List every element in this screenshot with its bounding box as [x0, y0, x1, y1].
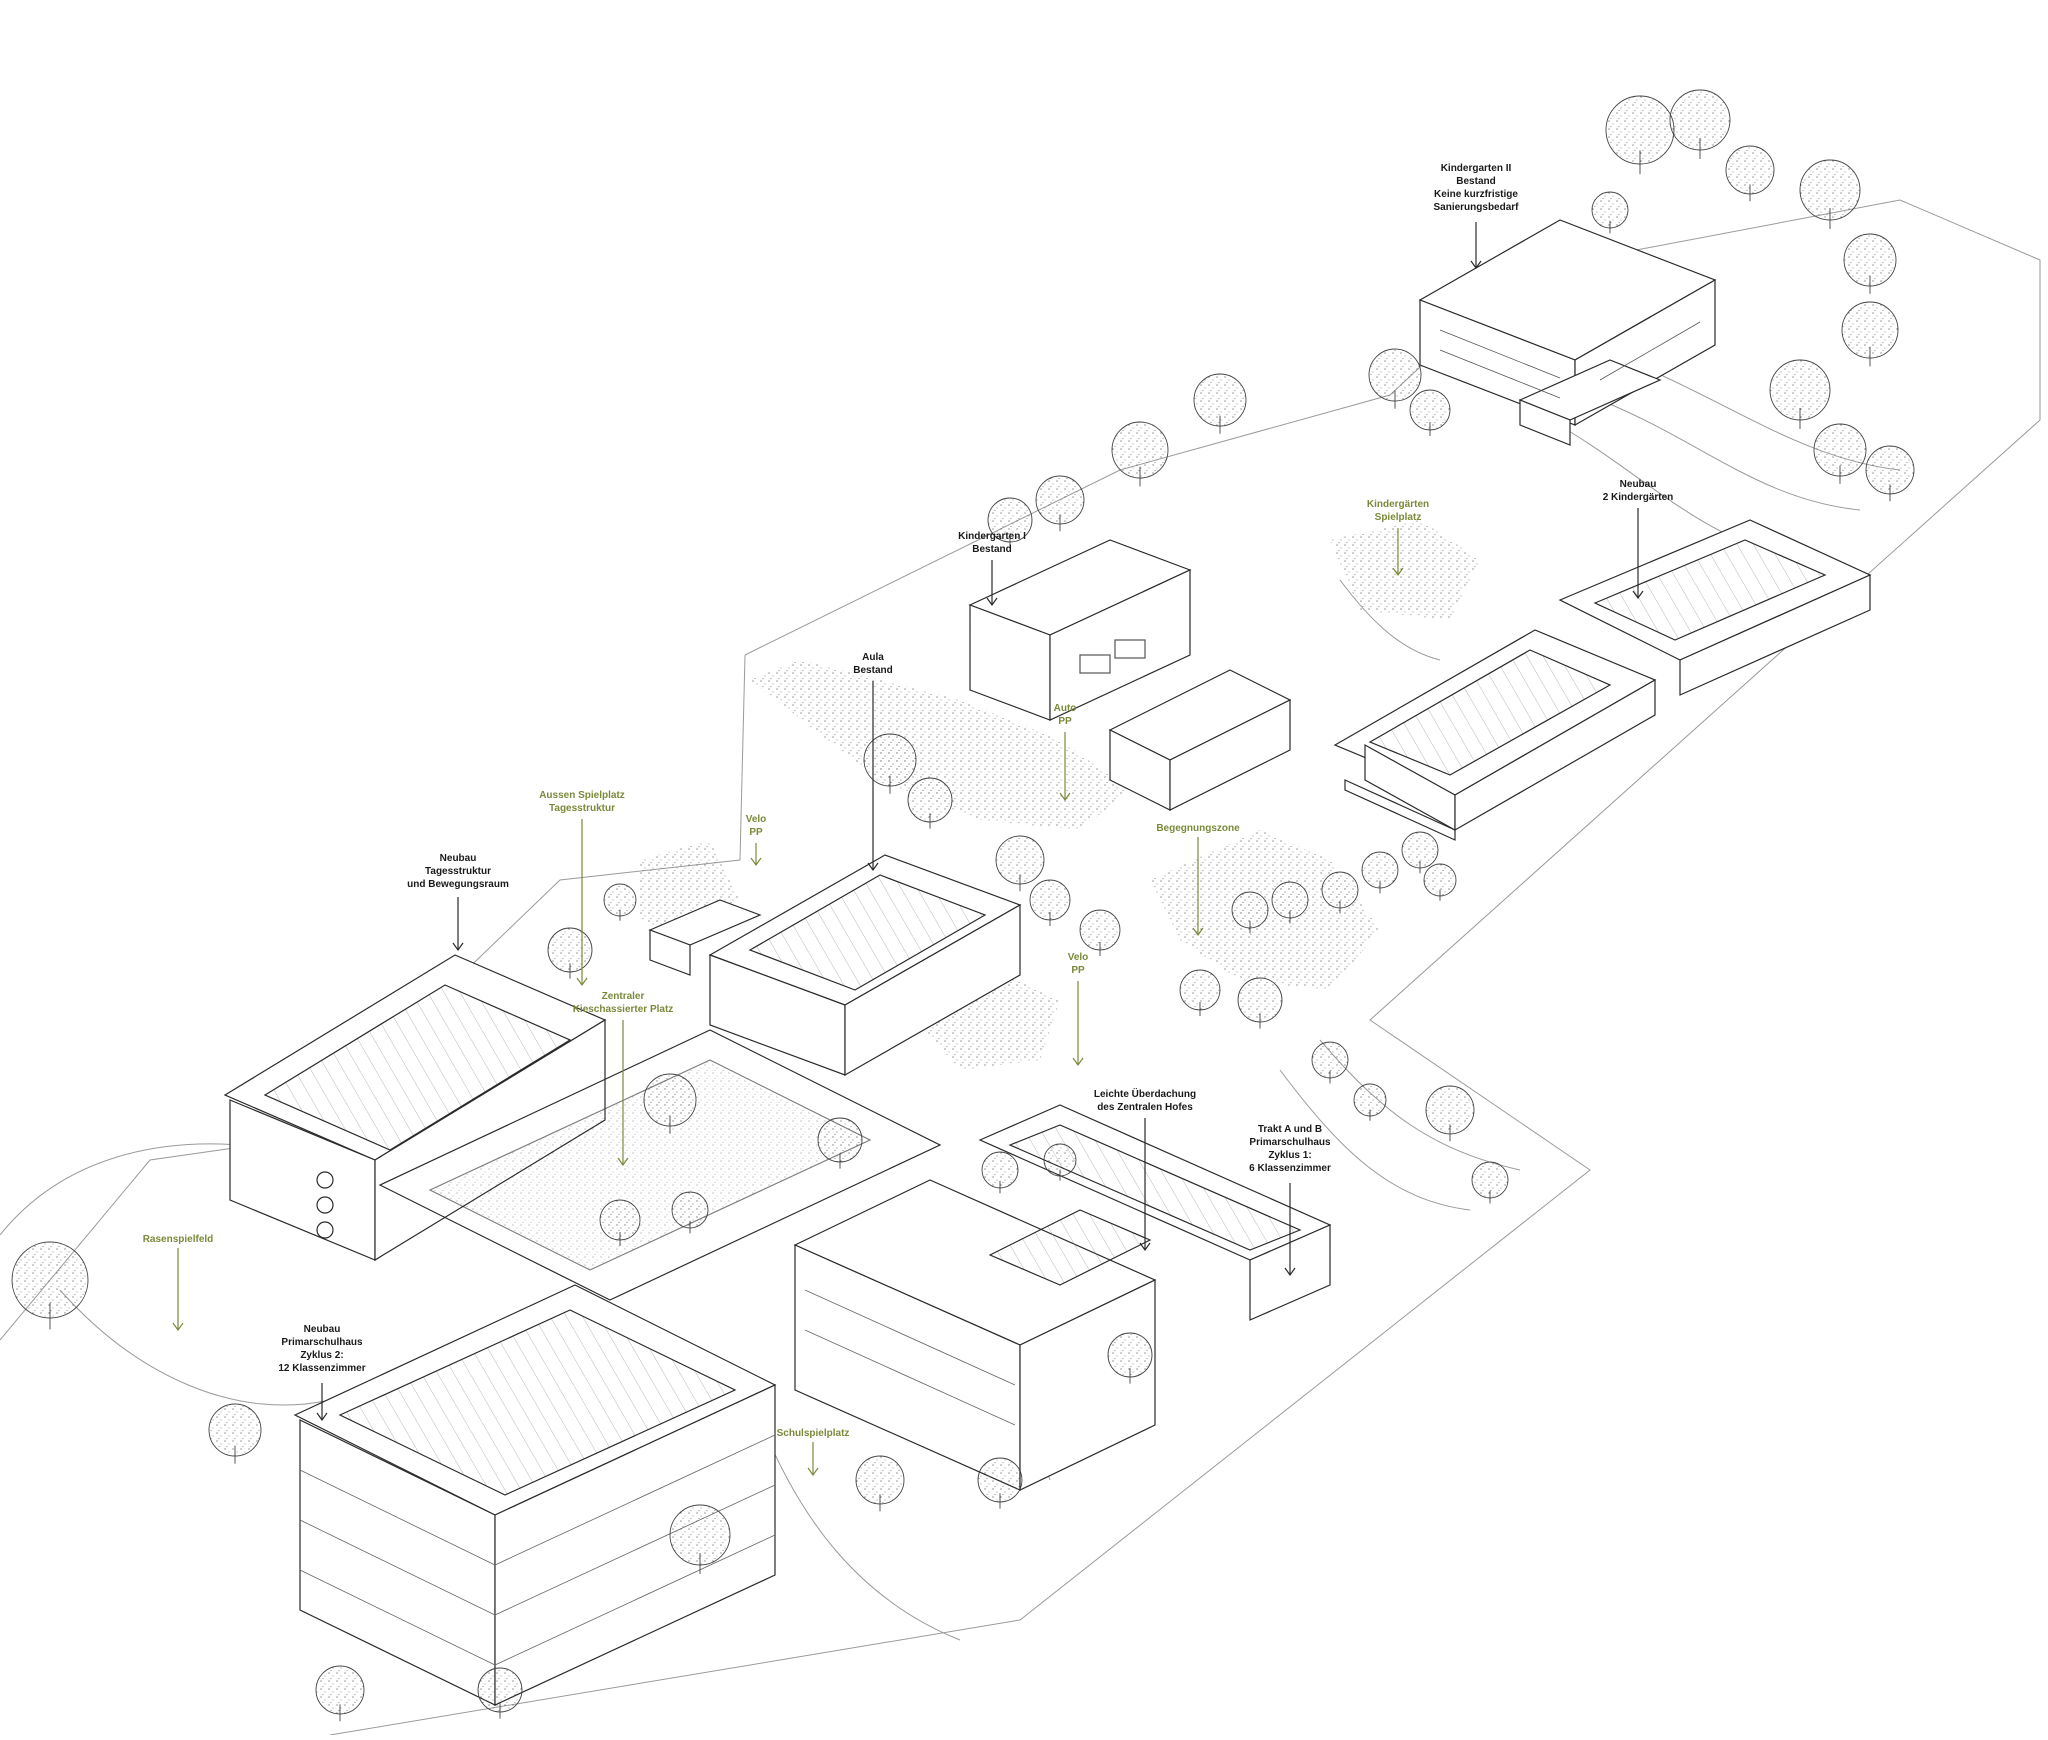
building-neubau-kindergaerten: [1333, 519, 1872, 841]
arrow-head: [1284, 1267, 1296, 1277]
arrow-head: [1192, 927, 1204, 937]
label-schulspielplatz: Schulspielplatz: [776, 1428, 850, 1439]
arrow-head: [1072, 1057, 1084, 1067]
building-neubau-primarschulhaus: [293, 1284, 777, 1706]
building-kindergarten-ii: [1418, 219, 1717, 446]
central-courtyard: [378, 1029, 942, 1301]
arrow-head: [617, 1157, 629, 1167]
building-aula: [648, 854, 1022, 1077]
arrow-head: [1632, 590, 1644, 600]
label-rasenspielfeld: Rasenspielfeld: [142, 1234, 214, 1245]
arrow-head: [1059, 792, 1071, 802]
arrow-head: [316, 1412, 328, 1422]
building-kindergarten-i: [968, 539, 1292, 811]
arrow-head: [807, 1467, 819, 1477]
arrow-head: [1392, 567, 1404, 577]
arrow-head: [1139, 1242, 1151, 1252]
arrow-head: [986, 597, 998, 607]
trees: [11, 89, 1915, 1722]
arrow-head: [1470, 260, 1482, 270]
building-neubau-tagesstruktur: [223, 954, 607, 1262]
site-terrain: [0, 199, 2041, 1736]
label-arrows: [172, 222, 1644, 1477]
arrow-head: [172, 1322, 184, 1332]
arrow-head: [452, 942, 464, 952]
arrow-head: [576, 977, 588, 987]
label-begegnungszone: Begegnungszone: [1156, 823, 1240, 834]
building-trakt-ab: [793, 1104, 1332, 1491]
arrow-head: [750, 857, 762, 867]
arrow-head: [867, 862, 879, 872]
